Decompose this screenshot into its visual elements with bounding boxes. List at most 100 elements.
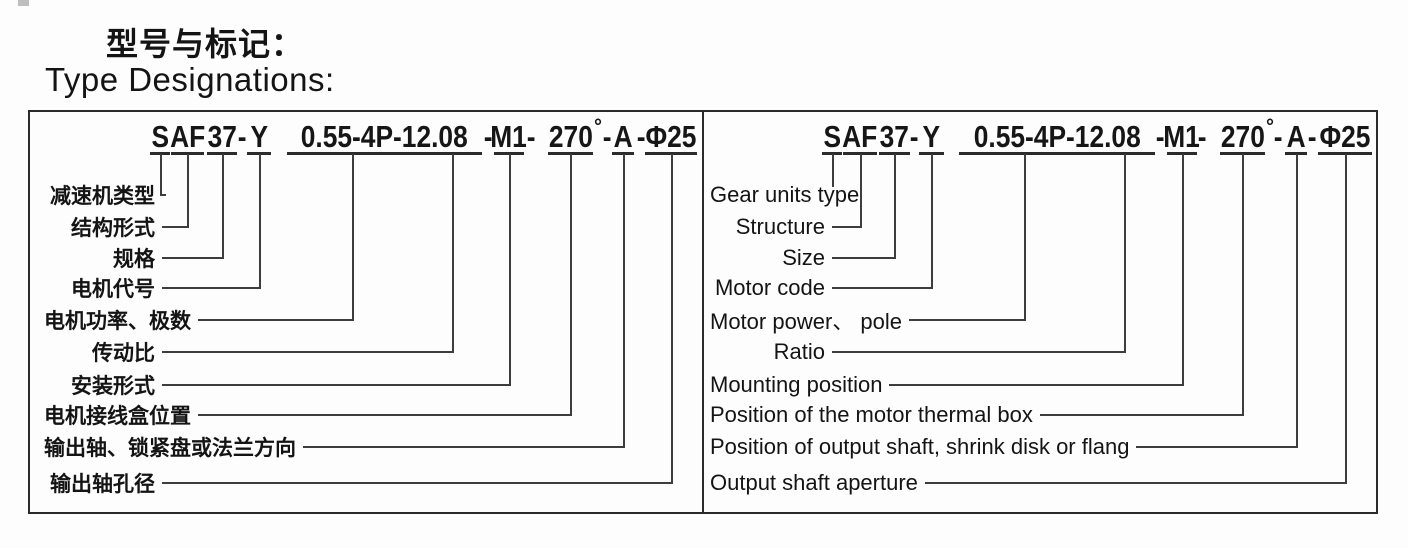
connector-line — [908, 319, 1026, 321]
code-seg-power-ratio: 0.55-4P-12.08 — [287, 121, 482, 155]
code-seg-structure: AF — [170, 121, 205, 155]
connector-tick — [352, 154, 354, 321]
diagram-border — [28, 110, 1378, 514]
label-row: Mounting position — [710, 370, 1184, 400]
label-text: Size — [782, 245, 825, 270]
connector-tick — [623, 154, 625, 448]
label-text: 电机代号 — [71, 278, 155, 301]
connector-line — [162, 226, 189, 228]
degree-symbol: ° — [1266, 116, 1274, 138]
connector-line — [162, 351, 454, 353]
code-seg-structure: AF — [842, 119, 878, 155]
code-text: - — [1198, 119, 1207, 154]
connector-tick — [1296, 154, 1298, 448]
code-hyphen: - — [1156, 121, 1165, 152]
label-text: 规格 — [113, 248, 155, 271]
connector-tick — [452, 154, 454, 353]
connector-line — [162, 257, 224, 259]
page-title-en: Type Designations: — [45, 61, 335, 98]
code-seg-mounting: M1 — [1164, 121, 1200, 155]
code-text: Φ25 — [1319, 119, 1371, 154]
code-text: A — [1286, 119, 1306, 154]
connector-line — [832, 351, 1126, 353]
label-row: Size — [710, 243, 896, 273]
connector-tick — [1182, 154, 1184, 386]
code-text: A — [613, 119, 633, 154]
connector-tick — [931, 154, 933, 289]
label-row: Motor power、 pole — [710, 305, 1026, 335]
label-row: 输出轴、锁紧盘或法兰方向 — [44, 432, 625, 462]
label-text: 减速机类型 — [50, 185, 155, 208]
connector-line — [832, 226, 862, 228]
label-text: 安装形式 — [71, 375, 155, 398]
code-text: M1 — [1163, 119, 1201, 154]
code-text: Φ25 — [645, 119, 697, 154]
label-text: Motor code — [714, 275, 825, 300]
code-seg-power-ratio: 0.55-4P-12.08 — [959, 119, 1155, 155]
code-seg-size: 37 — [207, 119, 237, 155]
connector-line — [832, 257, 896, 259]
connector-line — [1136, 446, 1298, 448]
label-text: 电机功率、极数 — [44, 310, 191, 333]
connector-line — [1039, 414, 1244, 416]
code-text: 37 — [207, 119, 237, 154]
code-seg-terminal-box: 270 — [548, 121, 593, 155]
code-hyphen: - — [1198, 119, 1207, 154]
panel-divider — [702, 112, 704, 512]
code-text: - — [602, 119, 612, 154]
label-text: Position of the motor thermal box — [710, 402, 1033, 427]
code-hyphen: - — [526, 119, 536, 154]
connector-line — [198, 414, 572, 416]
label-text: 电机接线盒位置 — [44, 405, 191, 428]
label-text: Output shaft aperture — [710, 470, 918, 495]
connector-line — [198, 319, 354, 321]
degree-symbol: ° — [594, 116, 602, 138]
code-hyphen: - — [910, 121, 919, 152]
connector-tick — [160, 154, 162, 196]
code-hyphen: - — [602, 119, 612, 154]
code-seg-motor: Y — [247, 121, 271, 155]
label-row: 结构形式 — [44, 212, 189, 242]
label-row: 输出轴孔径 — [44, 468, 673, 498]
code-seg-size: 37 — [879, 119, 910, 155]
label-row: 减速机类型 — [44, 180, 166, 210]
label-row: 电机功率、极数 — [44, 305, 354, 335]
code-text: S — [823, 119, 841, 154]
connector-tick — [259, 154, 261, 289]
code-text: - — [483, 119, 493, 154]
code-hyphen: - — [483, 119, 493, 154]
code-seg-aperture: Φ25 — [1318, 119, 1372, 155]
code-hyphen: - — [1274, 121, 1283, 152]
connector-line — [162, 384, 511, 386]
label-text: 结构形式 — [71, 217, 155, 240]
code-text: 37 — [879, 119, 910, 154]
page-title-zh: 型号与标记： — [106, 26, 305, 62]
code-text: - — [526, 119, 536, 154]
label-text: Gear units type — [710, 182, 860, 207]
code-seg-aperture: Φ25 — [645, 119, 697, 155]
label-text: Position of output shaft, shrink disk or… — [710, 434, 1130, 459]
code-seg-motor: Y — [919, 119, 944, 155]
code-seg-shaft-dir: A — [612, 119, 634, 155]
code-text: M1 — [490, 119, 528, 154]
label-row: Position of the motor thermal box — [710, 400, 1244, 430]
label-text: Ratio — [773, 339, 825, 364]
code-hyphen: - — [636, 119, 646, 154]
connector-tick — [1124, 154, 1126, 353]
label-row: Ratio — [710, 337, 1126, 367]
code-seg-type: S — [150, 119, 170, 155]
code-text: 0.55-4P-12.08 — [973, 119, 1141, 154]
label-text: Structure — [735, 214, 825, 239]
label-text: 输出轴、锁紧盘或法兰方向 — [44, 437, 296, 460]
connector-line — [924, 482, 1347, 484]
label-row: Output shaft aperture — [710, 468, 1347, 498]
code-text: S — [151, 119, 169, 154]
code-text: AF — [842, 119, 878, 154]
connector-tick — [832, 154, 834, 187]
scan-artifact — [18, 0, 29, 6]
connector-line — [832, 287, 933, 289]
label-row: Gear units type — [710, 180, 859, 210]
code-text: - — [636, 119, 646, 154]
code-text: Y — [922, 119, 941, 154]
connector-line — [303, 446, 625, 448]
